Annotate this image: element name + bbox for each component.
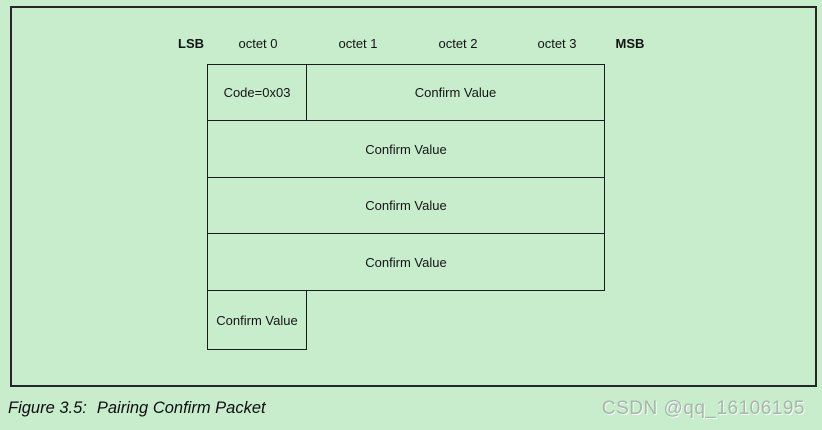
octet-0-label: octet 0: [238, 36, 278, 51]
packet-cell-confirm-value-2: Confirm Value: [207, 120, 605, 178]
packet-cell-confirm-value-4: Confirm Value: [207, 233, 605, 291]
msb-label: MSB: [615, 36, 645, 51]
packet-cell-code: Code=0x03: [207, 64, 307, 121]
octet-3-label: octet 3: [537, 36, 577, 51]
lsb-label: LSB: [178, 36, 204, 51]
octet-2-label: octet 2: [438, 36, 478, 51]
figure-number-label: Figure 3.5:: [8, 399, 87, 417]
packet-cell-confirm-value-1: Confirm Value: [306, 64, 605, 121]
csdn-watermark: CSDN @qq_16106195: [601, 398, 805, 419]
figure-border-box: LSB octet 0 octet 1 octet 2 octet 3 MSB …: [10, 6, 817, 387]
figure-title: Pairing Confirm Packet: [96, 399, 266, 417]
packet-cell-confirm-value-3: Confirm Value: [207, 177, 605, 234]
octet-1-label: octet 1: [338, 36, 378, 51]
packet-cell-confirm-value-5: Confirm Value: [207, 290, 307, 350]
packet-structure-diagram: Code=0x03 Confirm Value Confirm Value Co…: [207, 64, 605, 350]
figure-caption: Figure 3.5: Pairing Confirm Packet: [8, 399, 266, 418]
